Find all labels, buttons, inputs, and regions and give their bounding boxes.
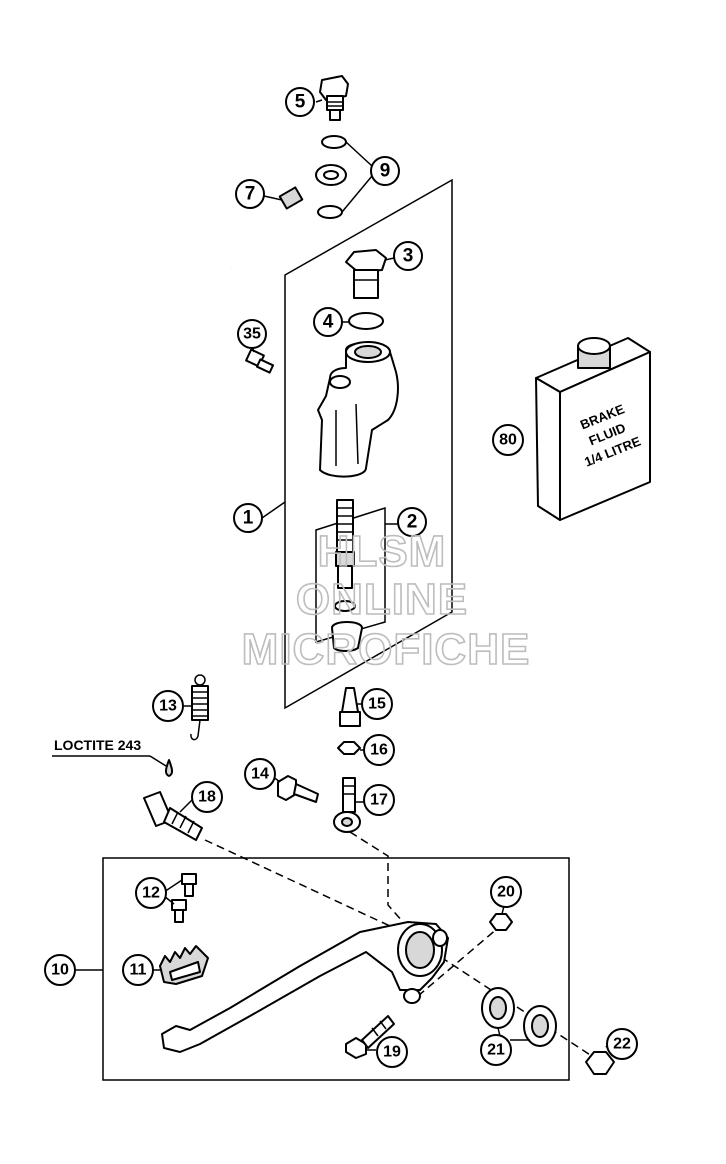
- banjo-bolt: [319, 75, 349, 121]
- shoulder-bolt: [143, 791, 203, 841]
- callout-80: 80: [492, 424, 524, 456]
- callout-35: 35: [237, 319, 267, 349]
- callout-14: 14: [244, 758, 276, 790]
- callout-1: 1: [233, 503, 263, 533]
- brake-fluid-bottle: BRAKE FLUID 1/4 LITRE: [535, 337, 651, 521]
- loctite-drop: [165, 759, 173, 777]
- callout-20: 20: [490, 876, 522, 908]
- assembly-line-axle: [429, 949, 599, 1061]
- lock-nut: [337, 741, 361, 755]
- bearing-inner: [523, 1005, 557, 1047]
- bearing-outer: [481, 987, 515, 1029]
- leader-1: [261, 501, 286, 519]
- fork-head: [333, 777, 361, 833]
- brake-pedal-arm: [161, 921, 449, 1053]
- callout-21: 21: [480, 1034, 512, 1066]
- svg-text:9: 9: [380, 161, 391, 182]
- leader-9a: [345, 141, 373, 167]
- sealing-washer-lower: [317, 205, 343, 219]
- svg-text:20: 20: [497, 884, 515, 901]
- leader-9b: [341, 175, 373, 213]
- assembly-line-bolt: [204, 839, 421, 941]
- assembly-line-nut: [417, 927, 499, 997]
- svg-text:11: 11: [130, 962, 147, 979]
- svg-text:17: 17: [370, 792, 388, 809]
- master-cylinder-body: [317, 341, 399, 478]
- callout-11: 11: [122, 954, 154, 986]
- svg-text:15: 15: [368, 696, 386, 713]
- axle-nut: [585, 1051, 615, 1075]
- leader-12a: [163, 879, 183, 893]
- watermark-line-3: MICROFICHE: [242, 625, 531, 674]
- svg-text:3: 3: [403, 246, 414, 267]
- callout-15: 15: [361, 688, 393, 720]
- pedal-tip: [159, 945, 209, 985]
- assembly-line-fork: [349, 831, 411, 931]
- svg-text:1: 1: [243, 508, 254, 529]
- callout-9: 9: [370, 156, 400, 186]
- callout-7: 7: [235, 179, 265, 209]
- svg-text:14: 14: [251, 766, 269, 783]
- callout-13: 13: [152, 690, 184, 722]
- watermark-line-1: HLSM: [318, 527, 447, 576]
- svg-text:35: 35: [243, 326, 261, 343]
- screw-upper: [181, 873, 197, 897]
- push-rod: [339, 687, 361, 727]
- callout-16: 16: [363, 734, 395, 766]
- brake-pedal-panel: [102, 857, 570, 1081]
- svg-text:80: 80: [499, 432, 517, 449]
- reservoir-fitting: [345, 249, 387, 299]
- callout-4: 4: [313, 307, 343, 337]
- callout-12: 12: [135, 877, 167, 909]
- master-cylinder-panel: [284, 178, 453, 710]
- svg-text:13: 13: [159, 698, 177, 715]
- screw: [245, 348, 275, 374]
- svg-text:16: 16: [370, 742, 388, 759]
- callout-18: 18: [191, 781, 223, 813]
- brake-line: [229, 164, 347, 270]
- o-ring: [348, 312, 384, 330]
- svg-text:4: 4: [323, 312, 334, 333]
- screw-lower: [171, 899, 187, 923]
- svg-text:2: 2: [407, 512, 418, 533]
- sealing-washer-upper: [321, 135, 347, 149]
- svg-text:22: 22: [613, 1036, 631, 1053]
- callout-10: 10: [44, 954, 76, 986]
- svg-text:21: 21: [487, 1042, 505, 1059]
- loctite-label: LOCTITE 243: [54, 737, 141, 753]
- callout-5: 5: [285, 87, 315, 117]
- pivot-bolt: [345, 1015, 395, 1059]
- watermark-line-2: ONLINE: [296, 575, 468, 624]
- leader-7: [263, 195, 283, 201]
- svg-text:18: 18: [198, 789, 216, 806]
- collar-nut: [489, 913, 513, 931]
- return-spring: [190, 674, 209, 741]
- svg-text:12: 12: [142, 885, 160, 902]
- piston-kit: [315, 499, 386, 652]
- callout-2: 2: [397, 507, 427, 537]
- svg-text:5: 5: [295, 92, 306, 113]
- adjuster-bolt: [277, 775, 319, 803]
- callout-19: 19: [376, 1036, 408, 1068]
- svg-text:10: 10: [51, 962, 69, 979]
- callout-3: 3: [393, 241, 423, 271]
- svg-text:7: 7: [245, 184, 256, 205]
- leader-5: [315, 99, 323, 103]
- callout-22: 22: [606, 1028, 638, 1060]
- svg-text:19: 19: [383, 1044, 401, 1061]
- leader-18: [179, 799, 193, 813]
- callout-17: 17: [363, 784, 395, 816]
- leader-3: [384, 257, 395, 261]
